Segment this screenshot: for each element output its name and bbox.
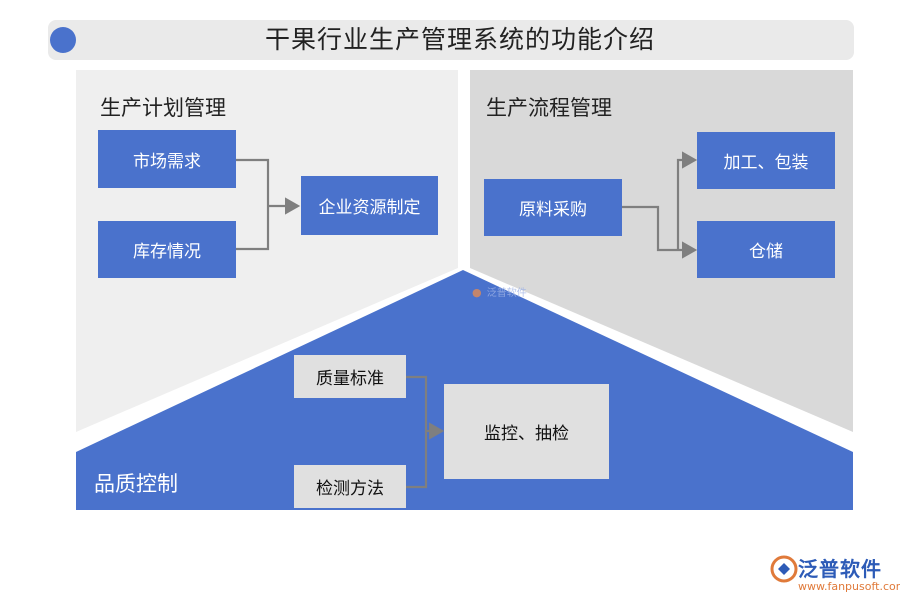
- raw-material-purchase-box: 原料采购: [484, 179, 622, 236]
- process-section-title: 生产流程管理: [486, 96, 612, 120]
- watermark-text: 泛普软件: [486, 288, 527, 299]
- watermark-logo-icon: ●: [472, 286, 482, 299]
- watermark: ● 泛普软件: [472, 281, 527, 300]
- connector-purchase: [622, 205, 678, 252]
- fanpu-logo-icon: [770, 555, 798, 583]
- quality-standard-box: 质量标准: [294, 355, 406, 398]
- processing-packaging-box: 加工、包装: [697, 132, 835, 189]
- market-demand-box: 市场需求: [98, 130, 236, 188]
- storage-box: 仓储: [697, 221, 835, 278]
- erp-box: 企业资源制定: [301, 176, 438, 235]
- brand-name: 泛普软件: [798, 557, 882, 581]
- connector-market-demand: [236, 158, 270, 206]
- title-bullet-icon: [50, 27, 76, 53]
- plan-connectors: [236, 158, 301, 251]
- testing-method-box: 检测方法: [294, 465, 406, 508]
- process-connectors: [622, 151, 698, 259]
- inventory-box: 库存情况: [98, 221, 236, 278]
- connector-quality-standard: [406, 375, 428, 431]
- brand-url: www.fanpusoft.com: [798, 580, 900, 593]
- title-bar: [48, 20, 854, 60]
- connector-to-processing: [676, 151, 698, 250]
- quality-connectors: [406, 375, 445, 489]
- connector-testing-method: [406, 431, 428, 489]
- monitor-sampling-box: 监控、抽检: [444, 384, 609, 479]
- plan-section-title: 生产计划管理: [100, 96, 226, 120]
- page-title: 干果行业生产管理系统的功能介绍: [264, 25, 655, 54]
- quality-section-title: 品质控制: [94, 472, 178, 496]
- connector-inventory: [236, 206, 270, 251]
